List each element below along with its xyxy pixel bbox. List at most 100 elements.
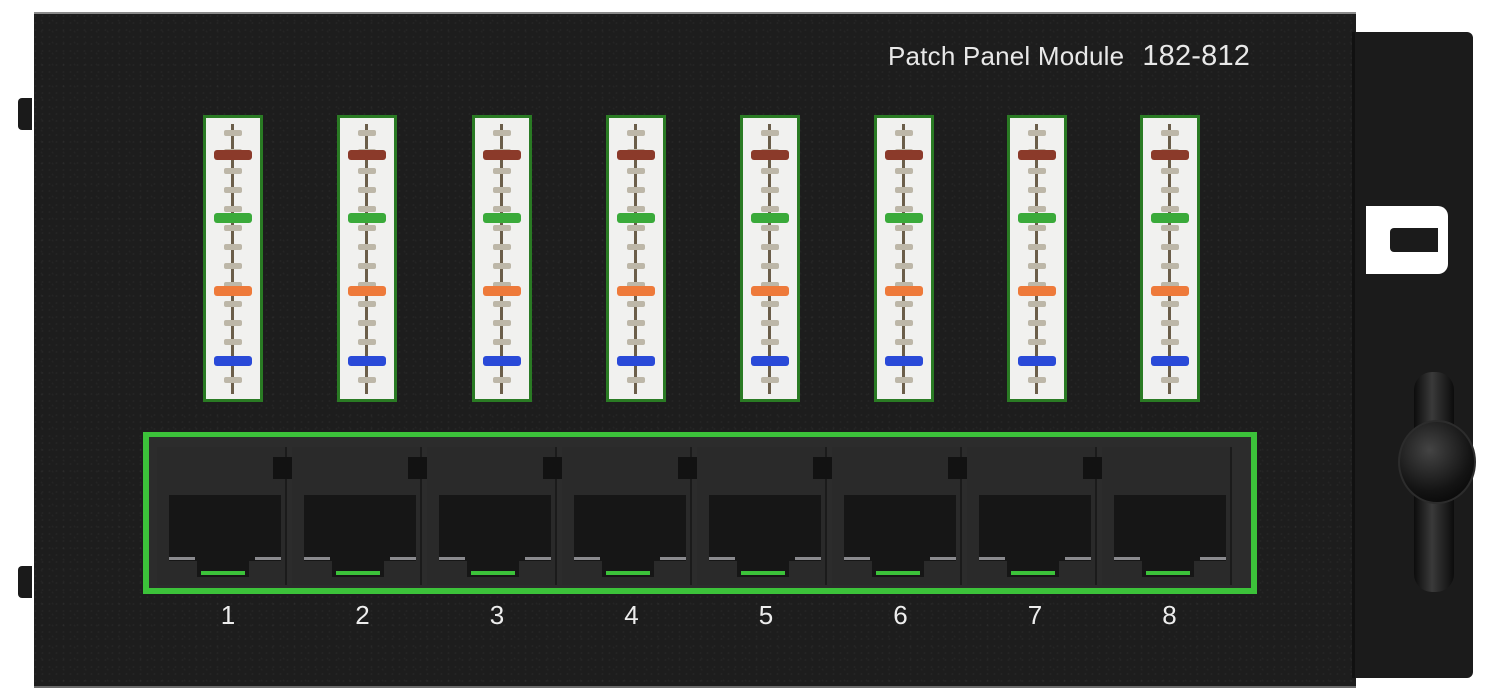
port-number-label: 6 <box>893 600 908 630</box>
rj45-port[interactable] <box>697 447 835 585</box>
idc-contact <box>493 263 511 269</box>
idc-contact <box>358 377 376 383</box>
idc-contact <box>224 320 242 326</box>
port-ledge <box>525 557 551 560</box>
idc-contact <box>358 301 376 307</box>
rj45-port[interactable] <box>427 447 565 585</box>
idc-contact <box>895 206 913 212</box>
idc-contact <box>224 282 242 288</box>
idc-contact <box>761 130 779 136</box>
idc-contact <box>895 301 913 307</box>
idc-contact <box>1161 206 1179 212</box>
wire-pair-marker <box>348 286 386 296</box>
idc-contact <box>761 339 779 345</box>
rj45-port[interactable] <box>967 447 1105 585</box>
idc-contact <box>895 244 913 250</box>
idc-contact <box>358 244 376 250</box>
idc-contact <box>493 244 511 250</box>
idc-contact <box>1028 263 1046 269</box>
idc-contact <box>1161 130 1179 136</box>
idc-contact <box>1161 263 1179 269</box>
wire-pair-marker <box>617 356 655 366</box>
port-divider-block <box>948 457 970 479</box>
wire-pair-marker <box>751 213 789 223</box>
idc-spine <box>1168 124 1171 394</box>
idc-contact <box>358 339 376 345</box>
port-latch <box>201 571 245 575</box>
wire-pair-marker <box>885 286 923 296</box>
port-ledge <box>930 557 956 560</box>
port-ledge <box>660 557 686 560</box>
idc-contact <box>224 130 242 136</box>
idc-contact <box>761 263 779 269</box>
rj45-port[interactable] <box>832 447 970 585</box>
rj45-port[interactable] <box>292 447 430 585</box>
port-number-label: 7 <box>1027 600 1043 630</box>
port-ledge <box>1114 557 1140 560</box>
port-opening <box>709 495 821 561</box>
idc-spine <box>768 124 771 394</box>
idc-punchdown-block <box>1007 115 1067 402</box>
idc-punchdown-block <box>1140 115 1200 402</box>
idc-contact <box>1161 225 1179 231</box>
idc-contact <box>761 168 779 174</box>
idc-contact <box>493 377 511 383</box>
port-opening <box>574 495 686 561</box>
wire-pair-marker <box>751 150 789 160</box>
port-latch <box>1011 571 1055 575</box>
idc-contact <box>358 187 376 193</box>
idc-spine <box>902 124 905 394</box>
product-name: Patch Panel Module <box>888 41 1125 71</box>
idc-contact <box>1161 244 1179 250</box>
wire-pair-marker <box>1018 150 1056 160</box>
wire-pair-marker <box>617 286 655 296</box>
idc-contact <box>358 320 376 326</box>
wire-pair-marker <box>483 286 521 296</box>
idc-contact <box>895 187 913 193</box>
port-divider-block <box>408 457 430 479</box>
idc-contact <box>895 168 913 174</box>
idc-contact <box>493 206 511 212</box>
idc-contact <box>493 187 511 193</box>
idc-contact <box>358 282 376 288</box>
idc-spine <box>634 124 637 394</box>
idc-contact <box>1028 244 1046 250</box>
port-latch <box>876 571 920 575</box>
idc-contact <box>493 320 511 326</box>
port-ledge <box>255 557 281 560</box>
idc-contact <box>224 168 242 174</box>
idc-punchdown-block <box>606 115 666 402</box>
port-divider-block <box>678 457 700 479</box>
wire-pair-marker <box>214 213 252 223</box>
idc-contact <box>493 339 511 345</box>
idc-contact <box>224 244 242 250</box>
thumbscrew-icon[interactable] <box>1398 420 1476 504</box>
rj45-port[interactable] <box>1102 447 1232 585</box>
idc-contact <box>895 377 913 383</box>
wire-pair-marker <box>348 213 386 223</box>
rj45-port[interactable] <box>157 447 295 585</box>
rj45-port[interactable] <box>562 447 700 585</box>
wire-pair-marker <box>751 356 789 366</box>
idc-contact <box>1028 225 1046 231</box>
idc-contact <box>224 377 242 383</box>
idc-contact <box>493 282 511 288</box>
idc-contact <box>627 301 645 307</box>
port-ledge <box>1065 557 1091 560</box>
port-latch <box>606 571 650 575</box>
idc-punchdown-block <box>740 115 800 402</box>
idc-spine <box>365 124 368 394</box>
idc-punchdown-block <box>874 115 934 402</box>
port-number-label: 8 <box>1162 600 1177 630</box>
idc-contact <box>1161 187 1179 193</box>
wire-pair-marker <box>885 356 923 366</box>
idc-contact <box>895 130 913 136</box>
port-opening <box>844 495 956 561</box>
idc-contact <box>895 263 913 269</box>
idc-contact <box>627 263 645 269</box>
idc-contact <box>224 301 242 307</box>
idc-contact <box>627 339 645 345</box>
port-divider-block <box>273 457 295 479</box>
idc-contact <box>358 263 376 269</box>
